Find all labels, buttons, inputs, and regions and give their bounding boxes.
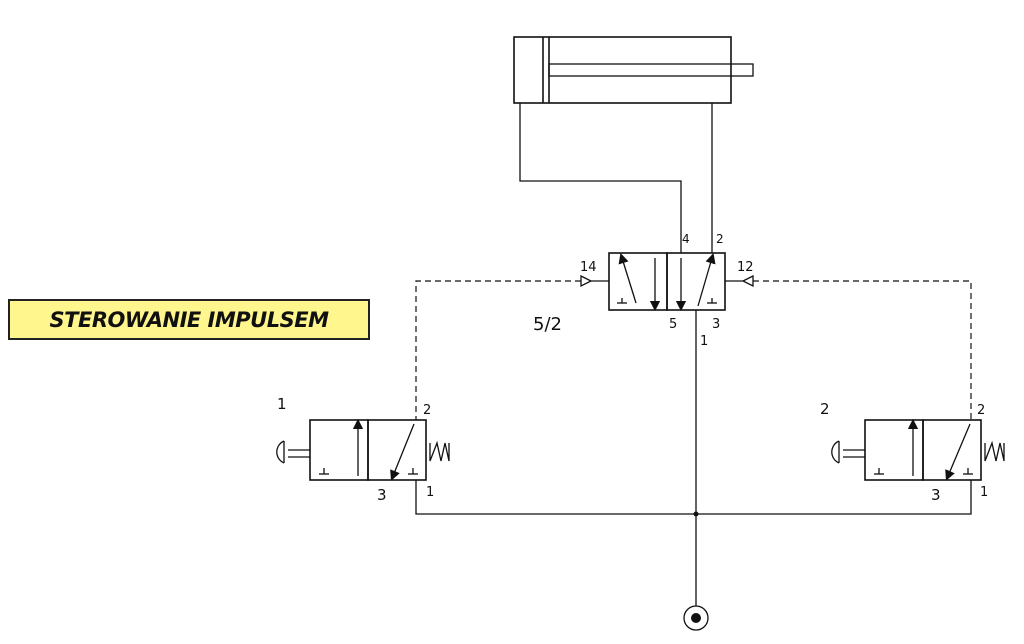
valve-left-port-2: 2 — [423, 403, 431, 418]
valve-left-port-1: 1 — [426, 485, 434, 500]
pressure-source-icon — [683, 605, 709, 631]
main-port-14: 14 — [580, 260, 597, 275]
pilot-line-right — [753, 280, 972, 420]
valve-right-port-2: 2 — [977, 403, 985, 418]
main-port-3: 3 — [712, 317, 720, 332]
push-button-icon — [831, 440, 865, 464]
spring-icon — [429, 440, 450, 462]
main-port-2: 2 — [716, 232, 724, 246]
valve-right — [864, 418, 982, 481]
pilot-line-left — [415, 280, 581, 420]
cylinder-lines — [519, 103, 713, 253]
pneumatic-cylinder-icon — [513, 36, 754, 104]
valve-right-port-3: 3 — [931, 486, 941, 504]
diagram-title: STEROWANIE IMPULSEM — [49, 307, 329, 332]
title-banner: STEROWANIE IMPULSEM — [8, 299, 370, 340]
valve-left-port-3: 3 — [377, 486, 387, 504]
main-port-12: 12 — [737, 260, 754, 275]
main-valve-type: 5/2 — [533, 314, 562, 335]
valve-left-id: 1 — [277, 395, 287, 413]
supply-lines — [415, 310, 972, 606]
valve-right-port-1: 1 — [980, 485, 988, 500]
main-port-1: 1 — [700, 334, 708, 349]
main-port-5: 5 — [669, 317, 677, 332]
valve-left — [309, 418, 427, 481]
push-button-icon — [276, 440, 310, 464]
spring-icon — [984, 440, 1005, 462]
main-port-4: 4 — [682, 232, 690, 246]
valve-right-id: 2 — [820, 400, 830, 418]
main-valve — [580, 252, 754, 312]
